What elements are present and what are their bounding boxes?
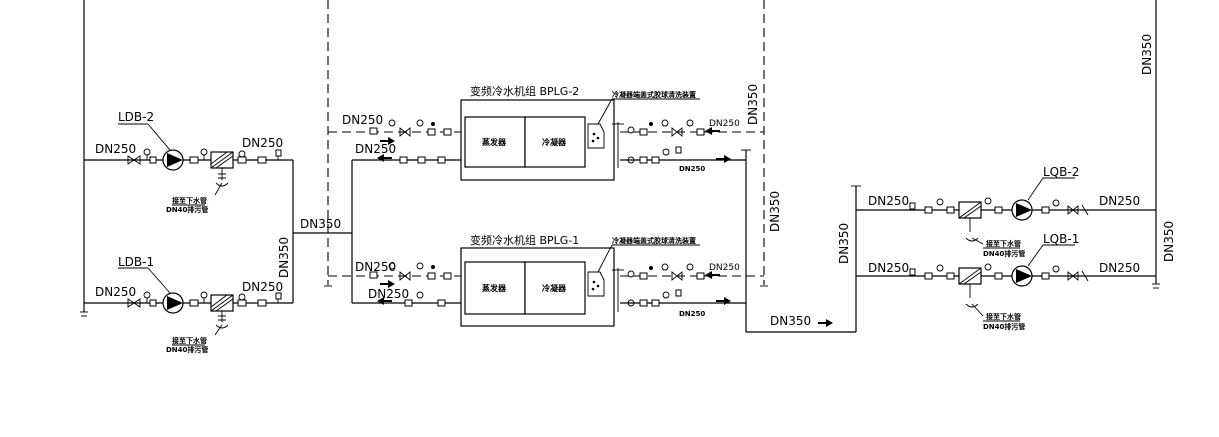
lqb2-inlet-label: DN250 xyxy=(868,194,909,208)
lqb1-tag: LQB-1 xyxy=(1043,232,1079,246)
lqb1-drain-line1: 接至下水管 xyxy=(986,312,1021,321)
bplg1-evaporator-label: 蒸发器 xyxy=(482,283,507,293)
ldb1-tag: LDB-1 xyxy=(118,255,154,269)
bplg1-cond-out-dn250: DN250 xyxy=(709,263,740,273)
bplg2-title: 变频冷水机组 BPLG-2 xyxy=(470,84,579,98)
header-dn350-label: DN350 xyxy=(300,217,341,231)
ldb2-inlet-label: DN250 xyxy=(95,142,136,156)
ldb2-drain-line2: DN40排污管 xyxy=(166,205,208,214)
lqb1-drain-line2: DN40排污管 xyxy=(983,322,1025,331)
right-top-dn350-label: DN350 xyxy=(1140,34,1154,75)
ldb1-outlet-label: DN250 xyxy=(242,280,283,294)
top-dn350-vertical: DN350 xyxy=(746,84,760,125)
ldb1-drain-line1: 接至下水管 xyxy=(172,336,207,345)
bplg1-condenser-label: 冷凝器 xyxy=(542,283,567,293)
chilled-water-pump-section: DN250 DN250 LDB-2 接至下水管 DN40排污管 xyxy=(80,0,353,354)
bplg2-cond-in-dn250: DN250 xyxy=(679,165,705,173)
bplg2-cond-out-dn250: DN250 xyxy=(709,119,740,129)
lqb2-drain-line1: 接至下水管 xyxy=(986,239,1021,248)
right-bottom-dn350-label: DN350 xyxy=(1162,221,1176,262)
ldb2-outlet-label: DN250 xyxy=(242,136,283,150)
bplg1-title: 变频冷水机组 BPLG-1 xyxy=(470,233,579,247)
cooling-water-pump-section: DN350 DN350 DN350 DN250 DN250 LQB-2 接至下水… xyxy=(837,0,1176,332)
bplg1-cond-in-dn250: DN250 xyxy=(679,310,705,318)
bplg2-return-dn250: DN250 xyxy=(355,142,396,156)
lqb2-tag: LQB-2 xyxy=(1043,165,1079,179)
lqb1-inlet-label: DN250 xyxy=(868,261,909,275)
bplg1-evaporator xyxy=(464,261,526,315)
chiller-section: DN350 DN350 变频冷水机组 BPLG-2 蒸发器 冷凝器 冷凝器端盖式… xyxy=(324,0,856,333)
bplg2-supply-dn250: DN250 xyxy=(342,113,383,127)
bplg2-condenser xyxy=(524,116,586,168)
ldb1-drain-line2: DN40排污管 xyxy=(166,345,208,354)
bplg2-cleaner-label: 冷凝器端盖式胶球清洗装置 xyxy=(612,90,696,99)
riser-dn350-label: DN350 xyxy=(277,237,291,278)
bplg1-return-dn250: DN250 xyxy=(368,287,409,301)
ldb2-drain-line1: 接至下水管 xyxy=(172,196,207,205)
bottom-dn350-label: DN350 xyxy=(770,314,811,328)
ldb1-inlet-label: DN250 xyxy=(95,285,136,299)
lqb2-outlet-label: DN250 xyxy=(1099,194,1140,208)
lqb1-outlet-label: DN250 xyxy=(1099,261,1140,275)
bplg2-evaporator-label: 蒸发器 xyxy=(482,137,507,147)
bplg2-evaporator xyxy=(464,116,526,168)
bplg1-supply-dn250: DN250 xyxy=(355,260,396,274)
bplg1-condenser xyxy=(524,261,586,315)
right-riser-dn350-label: DN350 xyxy=(837,223,851,264)
ldb2-tag: LDB-2 xyxy=(118,110,154,124)
bplg2-condenser-label: 冷凝器 xyxy=(542,137,567,147)
lqb2-drain-line2: DN40排污管 xyxy=(983,249,1025,258)
mid-dn350-vertical: DN350 xyxy=(768,191,782,232)
bplg1-cleaner-label: 冷凝器端盖式胶球清洗装置 xyxy=(612,236,696,245)
